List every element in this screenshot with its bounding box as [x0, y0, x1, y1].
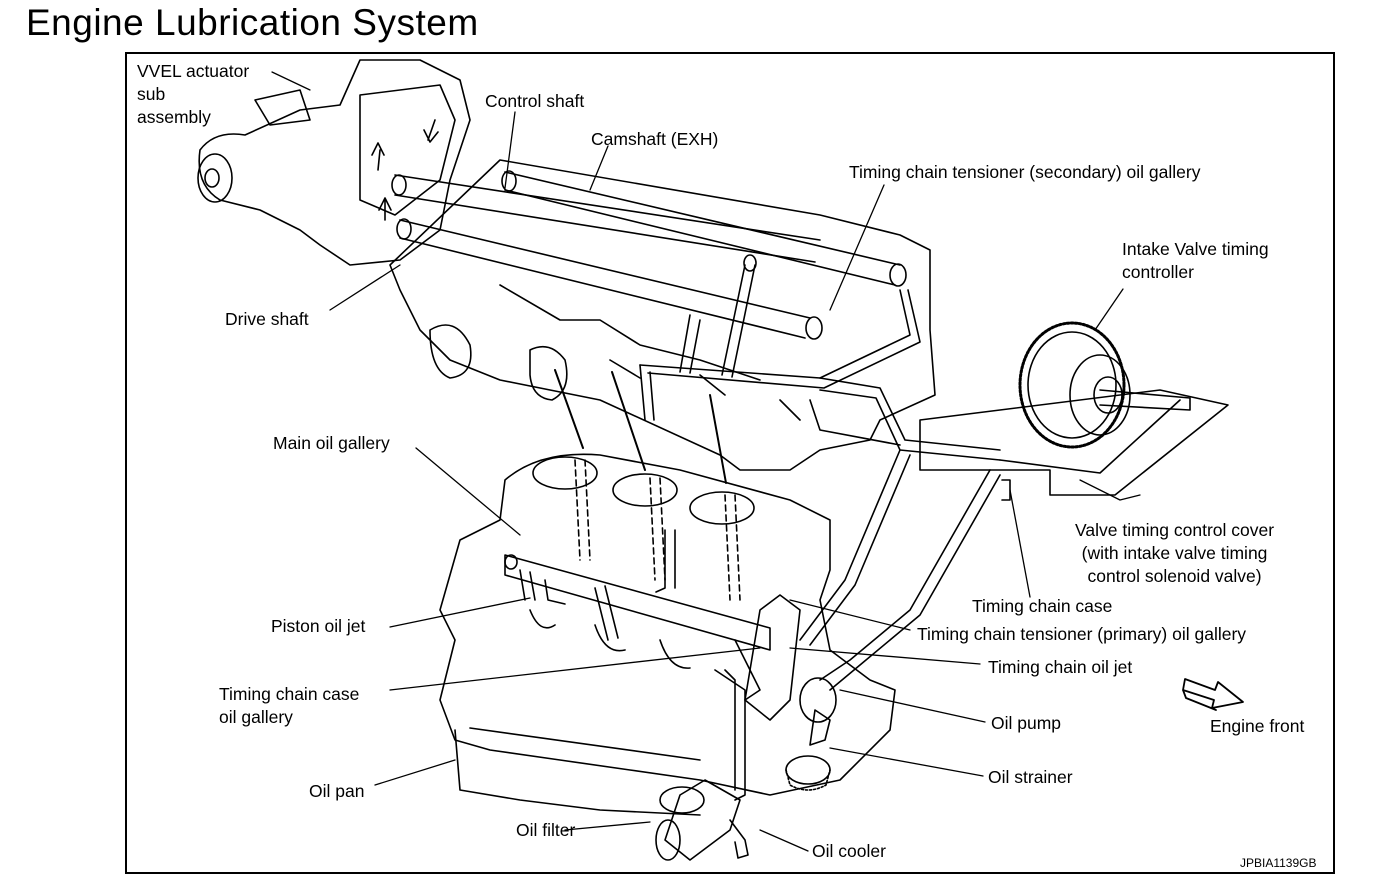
oil-flow-arrows	[554, 369, 727, 484]
shafts	[391, 170, 907, 340]
label-oil-pan: Oil pan	[309, 781, 365, 801]
upper-oil-gallery	[639, 254, 1001, 461]
engine-front-arrow-icon	[1182, 678, 1244, 711]
page-title: Engine Lubrication System	[26, 2, 479, 43]
label-control-shaft: Control shaft	[485, 91, 585, 111]
label-oil-cooler: Oil cooler	[812, 841, 886, 861]
vvel-actuator	[197, 59, 471, 266]
label-timing-chain-case: Timing chain case	[972, 596, 1113, 616]
diagram-frame	[125, 52, 1335, 874]
label-vvel-actuator: VVEL actuator sub assembly	[137, 61, 250, 127]
main-oil-gallery	[504, 459, 771, 651]
cylinder-head	[389, 159, 936, 471]
label-engine-front: Engine front	[1210, 716, 1305, 736]
label-camshaft-exh: Camshaft (EXH)	[591, 129, 719, 149]
valve-timing-control-cover	[919, 389, 1229, 496]
label-piston-oil-jet: Piston oil jet	[271, 616, 366, 636]
label-valve-timing-control-cover: Valve timing control cover (with intake …	[1075, 520, 1275, 586]
cylinder-block	[439, 453, 896, 816]
intake-valve-timing-controller	[1018, 321, 1191, 449]
oil-filter	[655, 779, 749, 861]
label-oil-strainer: Oil strainer	[988, 767, 1073, 787]
label-main-oil-gallery: Main oil gallery	[273, 433, 390, 453]
leader-lines	[271, 71, 1141, 852]
label-tensioner-primary: Timing chain tensioner (primary) oil gal…	[917, 624, 1247, 644]
label-drive-shaft: Drive shaft	[225, 309, 309, 329]
label-timing-chain-oil-jet: Timing chain oil jet	[988, 657, 1133, 677]
label-timing-chain-case-oil-gallery: Timing chain case oil gallery	[219, 684, 360, 727]
label-tensioner-secondary: Timing chain tensioner (secondary) oil g…	[849, 162, 1201, 182]
label-intake-valve-timing-controller: Intake Valve timing controller	[1122, 239, 1269, 282]
label-oil-filter: Oil filter	[516, 820, 576, 840]
label-oil-pump: Oil pump	[991, 713, 1062, 733]
timing-chain-case-gallery	[799, 449, 1011, 691]
oil-pump-assembly	[714, 594, 837, 801]
image-code: JPBIA1139GB	[1240, 856, 1317, 870]
